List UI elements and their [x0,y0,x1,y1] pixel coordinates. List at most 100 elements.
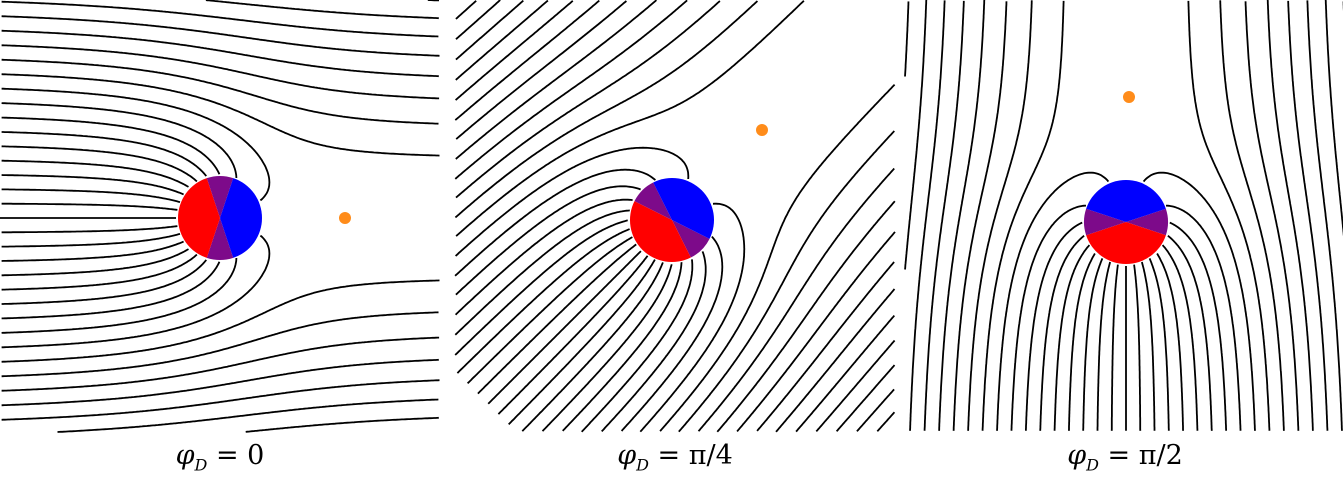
streamline [455,0,627,140]
streamline [456,228,630,374]
disk-segment [1086,180,1166,222]
panel-phi-pi-2: φD = π/2 [904,0,1343,478]
streamline-plot [904,0,1343,431]
disk-segment [220,178,262,258]
streamline [856,388,895,432]
streamlines [454,0,896,433]
streamline [1,233,181,248]
streamline [205,0,439,20]
streamline [620,236,724,432]
streamline [1167,235,1213,431]
streamline [1053,244,1091,431]
phi-subscript: D [636,455,649,475]
streamline [835,364,896,432]
streamline [1,311,439,378]
streamline [581,259,694,433]
equals-sign: = [657,440,681,471]
streamline [454,209,630,336]
streamline [1,87,271,202]
streamline [1,58,439,125]
streamline [815,339,896,433]
streamline [697,167,895,432]
streamline [1,234,271,349]
streamline [1,336,440,392]
streamline [904,1,910,77]
panel-caption: φD = π/4 [455,440,895,474]
streamline [455,0,524,61]
streamline [1068,253,1096,431]
streamline [455,0,549,81]
streamline [716,200,896,433]
streamline [923,0,965,431]
streamline [1165,204,1242,431]
particle-disk [1084,180,1168,264]
streamline [1324,0,1343,237]
streamline [876,411,896,432]
streamline [1156,253,1184,431]
equals-sign: = [215,440,239,471]
streamline [659,83,896,432]
streamline [1,102,238,179]
panel-caption: φD = π/2 [905,440,1343,474]
disk-segment [178,178,220,258]
phi-symbol: φ [175,440,195,471]
streamline [909,0,946,431]
streamline [601,251,707,433]
phi-symbol: φ [1067,440,1087,471]
streamlines [904,0,1343,431]
streamline [1025,221,1083,431]
streamline [952,1,1008,431]
disk-segment [1126,208,1168,236]
phi-value: 0 [247,440,265,471]
streamline [1,0,439,38]
streamline [967,0,1033,431]
streamline [1,261,221,320]
streamline [245,416,439,433]
streamline [508,259,656,426]
streamline [466,236,633,384]
streamline [775,288,896,433]
streamline [1,240,184,262]
streamline [455,0,477,20]
streamline [736,231,896,432]
phi-subscript: D [1086,455,1099,475]
streamline [1,253,198,291]
phi-subscript: D [194,455,208,475]
streamline [455,0,721,199]
streamline [1,257,238,334]
streamline [1,259,207,305]
streamline [454,146,690,257]
panel-phi-pi-4: φD = π/4 [454,0,896,478]
disk-segment [672,220,710,258]
streamline [1141,261,1156,431]
streamline [1219,0,1285,431]
phi-value: π/2 [1138,440,1183,471]
phi-value: π/4 [688,440,733,471]
particle-disk [178,176,262,260]
streamlines [0,0,440,433]
streamline [1110,264,1119,431]
streamline [1,44,440,100]
panel-phi-0: φD = 0 [0,0,440,478]
streamline [1266,0,1314,431]
streamline [639,202,746,433]
streamline-plot [454,0,896,433]
streamline [938,0,986,431]
streamline [1148,258,1170,431]
disk-segment [1084,208,1126,236]
disk-segment [206,218,234,260]
streamline [996,171,1110,431]
streamline [487,250,642,405]
streamline [1,15,440,57]
streamline [455,185,641,296]
streamline [1,379,440,421]
streamline [57,398,439,433]
streamline [455,0,501,40]
streamline [1187,0,1271,431]
streamline [1,116,221,175]
streamline [795,315,895,433]
streamline [1,131,207,177]
streamline-plot [0,0,440,433]
streamline [1,159,189,188]
streamline [454,0,759,219]
